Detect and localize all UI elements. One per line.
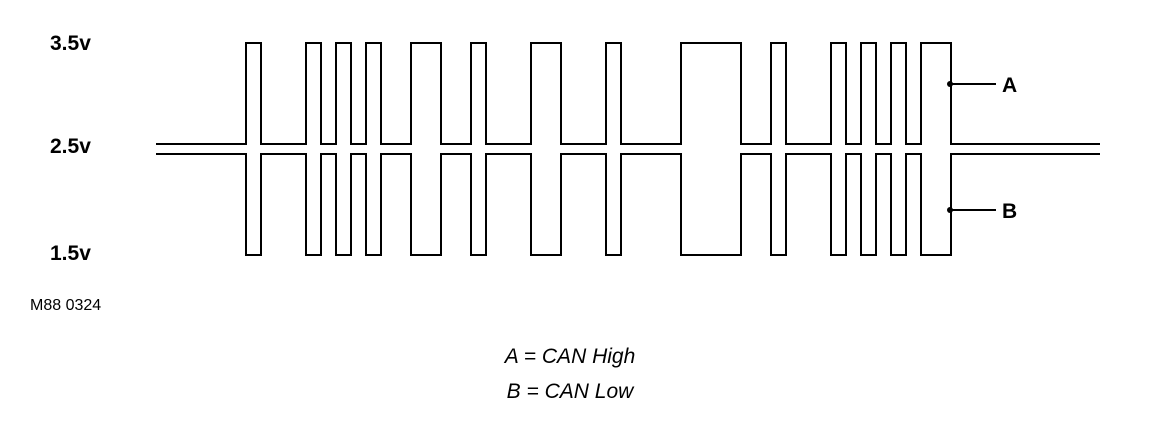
can-low-waveform (156, 153, 1100, 256)
voltage-label-high: 3.5v (50, 32, 91, 55)
pointer-label-a: A (1002, 74, 1018, 97)
pointer-b (947, 207, 996, 213)
legend-can-low: B = CAN Low (506, 380, 634, 403)
voltage-label-recessive: 2.5v (50, 135, 91, 158)
legend-can-high: A = CAN High (504, 345, 636, 368)
can-high-waveform (156, 42, 1100, 145)
figure-id: M88 0324 (30, 297, 102, 314)
pointer-label-b: B (1002, 200, 1018, 223)
pointer-a (947, 81, 996, 87)
voltage-label-low: 1.5v (50, 242, 91, 265)
